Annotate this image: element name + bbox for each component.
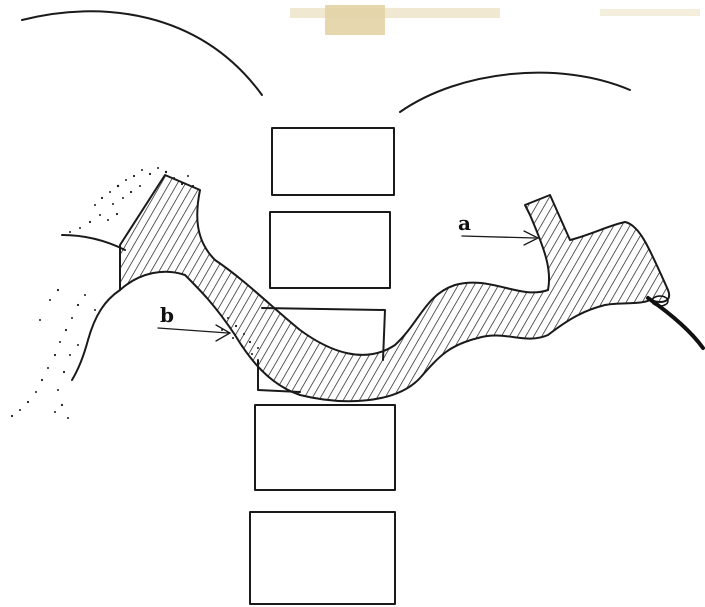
left-branch-upper — [62, 235, 125, 250]
arrow-b-shaft — [158, 328, 228, 333]
vertebra-4 — [255, 405, 395, 490]
label-a-annotation: a — [458, 211, 538, 245]
vertebra-2 — [270, 212, 390, 288]
right-organ-outline — [400, 73, 630, 112]
tape-strip — [290, 5, 700, 35]
arrow-a-shaft — [462, 236, 535, 238]
left-branch-lower — [72, 290, 120, 380]
hatched-duct — [120, 175, 669, 401]
vertebra-5 — [250, 512, 395, 604]
label-b: b — [160, 303, 174, 327]
vertebra-1 — [272, 128, 394, 195]
left-organ-outline — [22, 11, 262, 95]
label-a: a — [458, 211, 471, 235]
